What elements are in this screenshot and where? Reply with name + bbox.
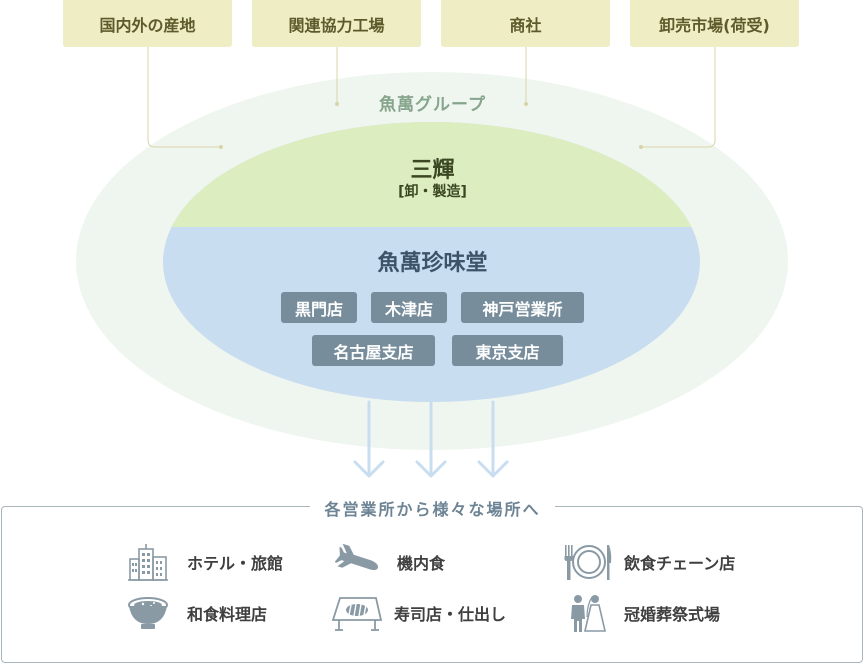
airplane-icon — [335, 542, 381, 582]
connector-dot-3 — [524, 102, 528, 106]
destination-label: 和食料理店 — [187, 605, 268, 624]
sushi-geta-icon — [330, 593, 384, 633]
arrow-down-2 — [415, 400, 447, 478]
source-box-partner-factories: 関連協力工場 — [252, 0, 421, 47]
destination-hotel: ホテル・旅館 — [125, 542, 283, 582]
source-box-trading-company: 商社 — [441, 0, 610, 47]
source-box-domestic-overseas: 国内外の産地 — [63, 0, 232, 47]
connector-line-4 — [641, 47, 716, 148]
destination-inflight: 機内食 — [335, 542, 445, 582]
destinations-title: 各営業所から様々な場所へ — [0, 496, 865, 520]
branch-nagoya: 名古屋支店 — [312, 335, 435, 366]
branch-kuromon: 黒門店 — [281, 292, 357, 323]
chinmido-title: 魚萬珍味堂 — [377, 251, 488, 276]
destination-japanese-restaurant: 和食料理店 — [125, 593, 267, 633]
arrow-down-1 — [353, 400, 385, 478]
destinations-title-text: 各営業所から様々な場所へ — [310, 500, 555, 519]
destination-ceremony-hall: 冠婚葬祭式場 — [562, 593, 720, 633]
connector-line-1 — [147, 47, 221, 148]
hotel-building-icon — [125, 542, 171, 582]
sanki-section — [163, 122, 700, 227]
group-label: 魚萬グループ — [379, 95, 486, 115]
fork-plate-knife-icon — [558, 542, 614, 582]
destination-label: 冠婚葬祭式場 — [624, 605, 721, 624]
destination-label: 機内食 — [397, 554, 446, 573]
source-box-wholesale-market: 卸売市場(荷受) — [630, 0, 799, 47]
branch-kizu: 木津店 — [371, 292, 447, 323]
destination-label: ホテル・旅館 — [187, 554, 284, 573]
destination-sushi-catering: 寿司店・仕出し — [330, 593, 506, 633]
sanki-subtitle: [卸・製造] — [398, 184, 467, 200]
destination-label: 飲食チェーン店 — [624, 554, 736, 573]
destinations-panel — [1, 506, 863, 663]
soup-bowl-icon — [125, 593, 171, 633]
sanki-title: 三輝 — [410, 158, 455, 183]
company-ellipse — [163, 122, 700, 402]
arrow-down-3 — [477, 400, 509, 478]
branch-kobe: 神戸営業所 — [461, 292, 584, 323]
destination-label: 寿司店・仕出し — [394, 605, 507, 624]
wedding-couple-icon — [562, 593, 612, 633]
branch-tokyo: 東京支店 — [452, 335, 563, 366]
connector-dot-2 — [335, 102, 339, 106]
destination-restaurant-chain: 飲食チェーン店 — [558, 542, 735, 582]
